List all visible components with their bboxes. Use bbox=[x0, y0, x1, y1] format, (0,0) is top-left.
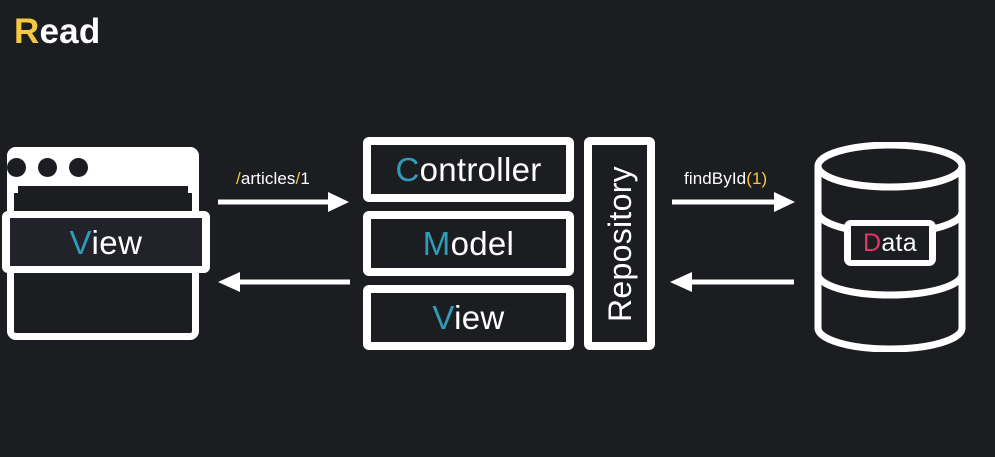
database-label-accent: D bbox=[862, 228, 882, 257]
mvc-label-controller-accent: C bbox=[395, 151, 420, 188]
arrow-query-label-args: (1) bbox=[746, 169, 768, 188]
page-title: Read bbox=[14, 14, 100, 49]
repository-label-rest: epository bbox=[601, 165, 638, 299]
browser-view-label-accent: V bbox=[69, 223, 92, 261]
mvc-label-view-accent: V bbox=[432, 299, 455, 336]
browser-view-band-inner: View bbox=[10, 218, 202, 266]
database-label-box: Data bbox=[844, 220, 936, 266]
mvc-box-model-inner: Model bbox=[371, 219, 566, 268]
browser-dot-icon-1 bbox=[7, 158, 26, 177]
browser-view-band: View bbox=[2, 211, 210, 273]
browser-address-bar bbox=[18, 186, 188, 206]
arrow-query-label-method: findById bbox=[684, 169, 747, 188]
arrow-request-label: /articles/1 bbox=[236, 170, 310, 187]
browser-view-label-rest: iew bbox=[91, 223, 143, 261]
browser-view-label: View bbox=[70, 226, 143, 259]
arrow-result-database-to-repository bbox=[670, 270, 794, 294]
browser-traffic-lights bbox=[7, 158, 88, 177]
arrow-request-label-path: articles bbox=[240, 169, 296, 188]
mvc-label-controller-rest: ontroller bbox=[419, 151, 542, 188]
browser-dot-icon-2 bbox=[38, 158, 57, 177]
repository-label-accent: R bbox=[601, 298, 638, 322]
repository-box: Repository bbox=[584, 137, 655, 350]
arrow-request-label-id: 1 bbox=[300, 169, 310, 188]
arrow-request-view-to-controller bbox=[218, 190, 350, 214]
mvc-label-controller: Controller bbox=[395, 153, 541, 186]
arrow-query-repository-to-database bbox=[672, 190, 796, 214]
arrow-response-controller-to-view bbox=[218, 270, 350, 294]
mvc-box-view: View bbox=[363, 285, 574, 350]
mvc-label-model-rest: odel bbox=[450, 225, 515, 262]
mvc-label-model-accent: M bbox=[422, 225, 451, 262]
mvc-label-model: Model bbox=[423, 227, 514, 260]
browser-content-pane bbox=[18, 277, 188, 331]
arrow-request-label-slash-2: / bbox=[295, 169, 301, 188]
repository-box-inner: Repository bbox=[592, 145, 647, 342]
page-title-accent-letter: R bbox=[14, 12, 40, 51]
page-title-rest: ead bbox=[39, 12, 101, 51]
repository-label: Repository bbox=[601, 165, 638, 322]
database-cylinder: Data bbox=[812, 142, 968, 352]
mvc-label-view-rest: iew bbox=[454, 299, 505, 336]
mvc-box-model: Model bbox=[363, 211, 574, 276]
browser-dot-icon-3 bbox=[69, 158, 88, 177]
database-label-box-inner: Data bbox=[851, 226, 929, 260]
arrow-request-label-slash-1: / bbox=[236, 169, 241, 188]
database-label: Data bbox=[862, 228, 917, 257]
mvc-box-controller-inner: Controller bbox=[371, 145, 566, 194]
arrow-query-label: findById(1) bbox=[684, 170, 767, 187]
mvc-box-controller: Controller bbox=[363, 137, 574, 202]
database-label-rest: ata bbox=[881, 228, 917, 257]
mvc-box-view-inner: View bbox=[371, 293, 566, 342]
mvc-label-view: View bbox=[432, 301, 504, 334]
